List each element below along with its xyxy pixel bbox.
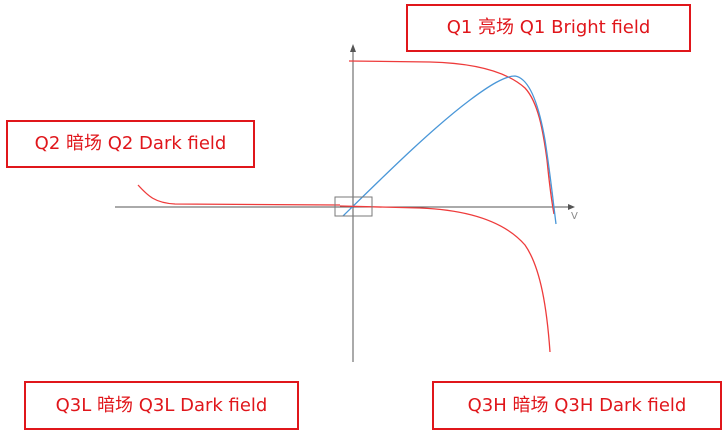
q2-dark-field-label: Q2 暗场 Q2 Dark field	[6, 120, 255, 168]
q3h-label-text: Q3H 暗场 Q3H Dark field	[467, 394, 687, 416]
q3h-dark-field-label: Q3H 暗场 Q3H Dark field	[432, 381, 722, 430]
q3l-dark-field-label: Q3L 暗场 Q3L Dark field	[24, 381, 299, 430]
x-axis-letter: V	[571, 211, 578, 222]
q3l-label-text: Q3L 暗场 Q3L Dark field	[55, 394, 268, 416]
x-axis-arrow	[568, 204, 575, 210]
origin-highlight-box	[334, 196, 373, 217]
q1-label-text: Q1 亮场 Q1 Bright field	[446, 17, 651, 38]
y-axis-arrow	[350, 44, 356, 52]
blue-curve	[342, 75, 557, 225]
red-curve-q2	[137, 184, 341, 206]
red-curve-q3	[339, 205, 551, 353]
red-curve-upper	[348, 60, 555, 215]
q2-label-text: Q2 暗场 Q2 Dark field	[34, 133, 227, 154]
q1-bright-field-label: Q1 亮场 Q1 Bright field	[406, 4, 691, 52]
